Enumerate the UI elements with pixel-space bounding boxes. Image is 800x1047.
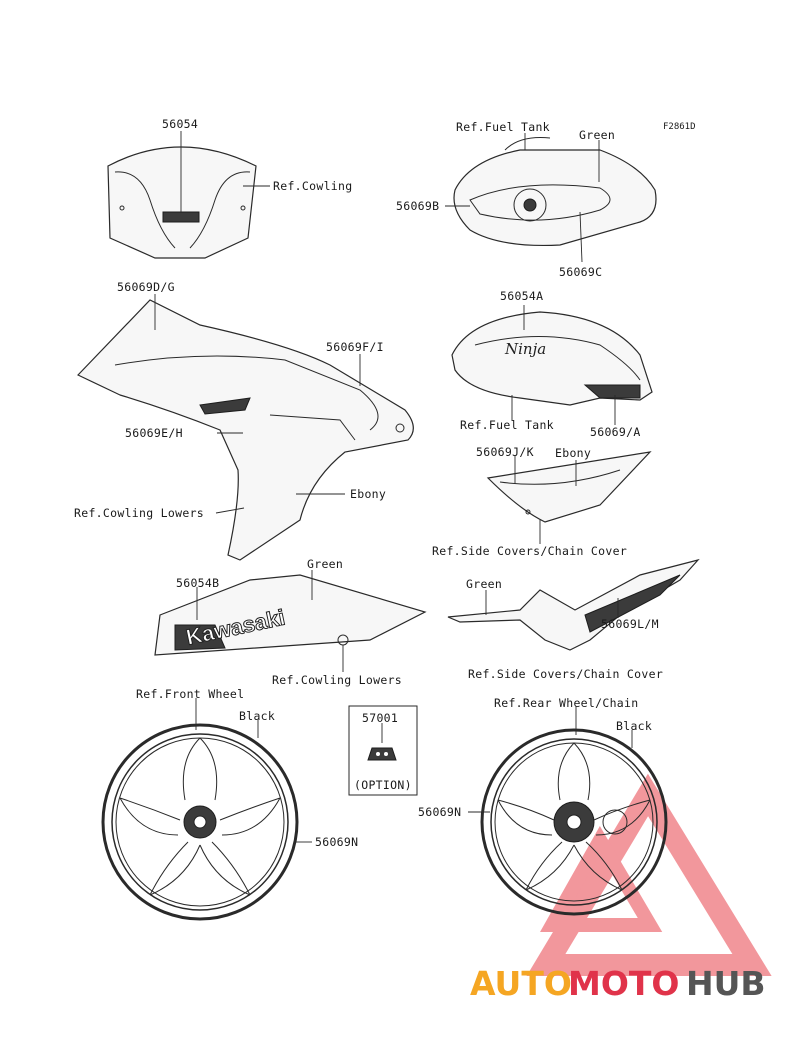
label-ref-side-covers-1: Ref.Side Covers/Chain Cover bbox=[432, 544, 627, 558]
label-56069-a: 56069/A bbox=[590, 425, 641, 439]
windscreen-part bbox=[107, 146, 257, 259]
label-56069n-front: 56069N bbox=[315, 835, 358, 849]
fuel-tank-top-part bbox=[453, 137, 657, 246]
label-black-rear: Black bbox=[616, 719, 652, 733]
label-ref-side-covers-2: Ref.Side Covers/Chain Cover bbox=[468, 667, 663, 681]
chain-cover-part bbox=[447, 558, 700, 651]
label-56054a: 56054A bbox=[500, 289, 543, 303]
label-green-lower: Green bbox=[307, 557, 343, 571]
option-kit-box bbox=[348, 705, 418, 796]
label-ref-fuel-tank-top: Ref.Fuel Tank bbox=[456, 120, 550, 134]
label-56069e-h: 56069E/H bbox=[125, 426, 183, 440]
svg-text:AUTO: AUTO bbox=[470, 964, 572, 1003]
watermark-text: AUTO MOTO HUB bbox=[470, 964, 766, 1003]
label-56069b: 56069B bbox=[396, 199, 439, 213]
label-56054: 56054 bbox=[162, 117, 198, 131]
label-56054b: 56054B bbox=[176, 576, 219, 590]
front-wheel-part bbox=[101, 723, 299, 921]
figure-code: F2861D bbox=[663, 122, 696, 132]
label-56069n-rear: 56069N bbox=[418, 805, 461, 819]
lower-cowling-part: Kawasaki bbox=[154, 574, 427, 656]
label-ref-cowling-lowers-bottom: Ref.Cowling Lowers bbox=[272, 673, 402, 687]
label-green-chain: Green bbox=[466, 577, 502, 591]
side-cover-part bbox=[486, 451, 652, 523]
label-ref-fuel-tank-mid: Ref.Fuel Tank bbox=[460, 418, 554, 432]
label-ebony-side: Ebony bbox=[555, 446, 591, 460]
rear-wheel-part bbox=[480, 728, 668, 916]
label-ref-cowling-lowers-left: Ref.Cowling Lowers bbox=[74, 506, 204, 520]
label-57001: 57001 bbox=[362, 711, 398, 725]
label-56069l-m: 56069L/M bbox=[601, 617, 659, 631]
fuel-tank-side-part: Ninja bbox=[451, 311, 653, 406]
label-56069c: 56069C bbox=[559, 265, 602, 279]
label-56069d-g: 56069D/G bbox=[117, 280, 175, 294]
label-black-front: Black bbox=[239, 709, 275, 723]
side-cowling-part bbox=[76, 299, 414, 561]
label-ref-rear-wheel: Ref.Rear Wheel/Chain bbox=[494, 696, 638, 710]
ninja-decal-text: Ninja bbox=[504, 340, 546, 358]
label-green-tank: Green bbox=[579, 128, 615, 142]
svg-text:HUB: HUB bbox=[686, 964, 766, 1003]
label-option: (OPTION) bbox=[354, 778, 412, 792]
label-56069j-k: 56069J/K bbox=[476, 445, 534, 459]
label-ref-cowling: Ref.Cowling bbox=[273, 179, 352, 193]
svg-text:MOTO: MOTO bbox=[568, 964, 679, 1003]
label-ref-front-wheel: Ref.Front Wheel bbox=[136, 687, 244, 701]
label-ebony-cowl: Ebony bbox=[350, 487, 386, 501]
label-56069f-i: 56069F/I bbox=[326, 340, 384, 354]
